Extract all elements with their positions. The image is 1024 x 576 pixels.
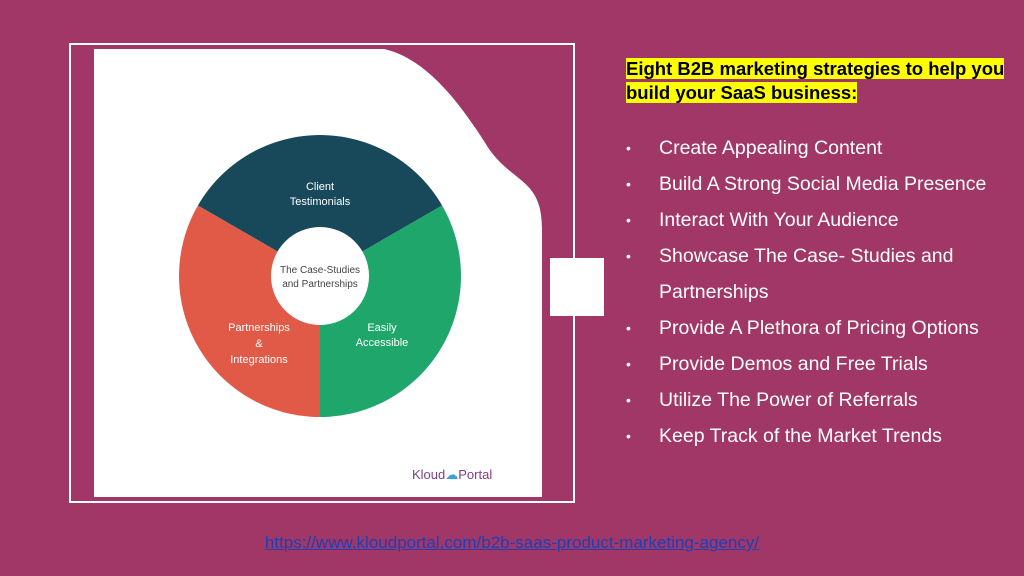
title: Eight B2B marketing strategies to help y…: [626, 57, 1006, 105]
kloudportal-logo: Kloud☁Portal: [412, 467, 492, 482]
strategy-text: Showcase The Case- Studies and Partnersh…: [659, 245, 954, 303]
strategy-item: • Keep Track of the Market Trends: [626, 418, 1016, 454]
strategy-item: • Create Appealing Content: [626, 130, 1016, 166]
bullet-icon: •: [626, 356, 631, 372]
bullet-icon: •: [626, 176, 631, 192]
bullet-icon: •: [626, 248, 631, 264]
logo-part1: Kloud: [412, 467, 445, 482]
strategy-text: Interact With Your Audience: [659, 209, 899, 231]
segment-label-partners-2: &: [255, 338, 263, 350]
center-circle: [271, 227, 369, 325]
strategy-text: Utilize The Power of Referrals: [659, 389, 918, 411]
cloud-icon: ☁: [445, 467, 458, 482]
strategy-text: Create Appealing Content: [659, 137, 883, 159]
strategy-text: Build A Strong Social Media Presence: [659, 173, 987, 195]
logo-part2: Portal: [458, 467, 492, 482]
strategy-item: • Utilize The Power of Referrals: [626, 382, 1016, 418]
strategy-item: • Interact With Your Audience: [626, 202, 1016, 238]
bullet-icon: •: [626, 392, 631, 408]
segment-label-partners-1: Partnerships: [228, 322, 290, 334]
segment-label-easily-1: Easily: [367, 322, 397, 334]
strategy-text: Keep Track of the Market Trends: [659, 425, 942, 447]
segment-label-partners-3: Integrations: [230, 354, 288, 366]
title-text: Eight B2B marketing strategies to help y…: [626, 58, 1005, 103]
bullet-icon: •: [626, 212, 631, 228]
segment-client-testimonials: [197, 135, 443, 276]
segment-label-easily-2: Accessible: [356, 337, 409, 349]
bullet-icon: •: [626, 140, 631, 156]
side-square: [550, 258, 604, 316]
segment-label-client-1: Client: [306, 181, 334, 193]
bullet-icon: •: [626, 428, 631, 444]
center-label-line2: and Partnerships: [282, 279, 358, 290]
strategy-item: • Provide Demos and Free Trials: [626, 346, 1016, 382]
strategy-item: • Showcase The Case- Studies and Partners…: [626, 238, 1016, 310]
diagram-card: The Case-Studies and Partnerships Client…: [94, 49, 542, 497]
strategy-text: Provide A Plethora of Pricing Options: [659, 317, 979, 339]
source-link[interactable]: https://www.kloudportal.com/b2b-saas-pro…: [264, 533, 760, 552]
strategy-item: • Build A Strong Social Media Presence: [626, 166, 1016, 202]
center-label-line1: The Case-Studies: [280, 265, 360, 276]
segment-label-client-2: Testimonials: [290, 196, 351, 208]
bullet-icon: •: [626, 320, 631, 336]
strategy-item: • Provide A Plethora of Pricing Options: [626, 310, 1016, 346]
strategy-text: Provide Demos and Free Trials: [659, 353, 928, 375]
strategy-list: • Create Appealing Content • Build A Stron…: [626, 130, 1016, 454]
